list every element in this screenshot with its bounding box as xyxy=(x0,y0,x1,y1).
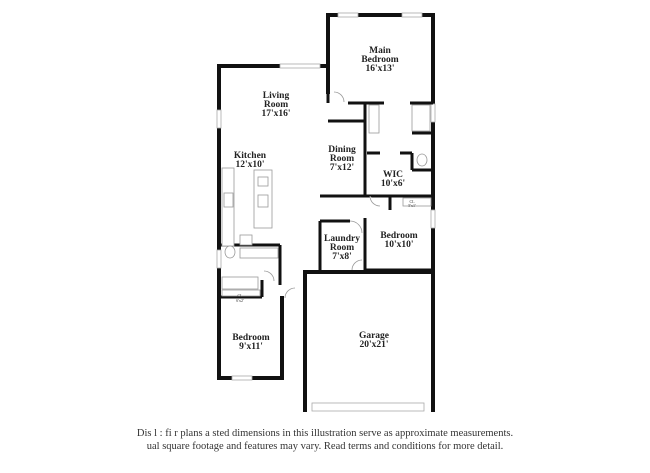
door-swing xyxy=(263,270,275,282)
room-main-bedroom: Main Bedroom 16'x13' xyxy=(361,46,398,74)
closet-shelf xyxy=(221,289,261,297)
room-name: Room xyxy=(264,100,288,110)
room-bedroom-2: Bedroom 10'x10' xyxy=(380,231,417,250)
room-name: Kitchen xyxy=(234,151,267,161)
room-name: WIC xyxy=(383,170,403,180)
room-size: 10'x6' xyxy=(381,179,405,189)
room-name: Dining xyxy=(328,145,356,155)
door-swing xyxy=(284,287,296,299)
toilet-icon xyxy=(224,245,236,259)
room-name: Room xyxy=(330,154,354,164)
room-size: 10'x10' xyxy=(384,240,413,250)
toilet-icon xyxy=(416,153,428,167)
disclaimer-line-1: Dis l : fi r plans a sted dimensions in … xyxy=(136,428,514,439)
room-labels: Main Bedroom 16'x13' Living Room 17'x16'… xyxy=(232,46,417,352)
room-closet-2: CL 6'x2' xyxy=(236,293,244,303)
room-wic: WIC 10'x6' xyxy=(381,170,405,189)
room-size: 16'x13' xyxy=(365,64,394,74)
room-size: 17'x16' xyxy=(261,109,290,119)
room-name: Laundry xyxy=(324,234,360,244)
room-name: Main xyxy=(369,46,391,56)
room-size: 12'x10' xyxy=(235,160,264,170)
door-swing xyxy=(333,91,345,103)
disclaimer-line-2: ual square footage and features may vary… xyxy=(146,441,504,452)
room-closet-1: CL 5'x1' xyxy=(408,199,416,208)
sink-icon xyxy=(257,194,269,208)
exterior-walls xyxy=(217,13,435,412)
room-name: Bedroom xyxy=(380,231,417,241)
shower-icon xyxy=(368,104,380,134)
closet-shelf xyxy=(402,197,432,207)
room-size: 6'x2' xyxy=(236,298,244,303)
vanity-icon xyxy=(239,247,279,259)
room-size: 9'x11' xyxy=(239,342,263,352)
door-swing xyxy=(349,220,363,234)
bathtub-icon xyxy=(221,276,259,290)
room-dining-room: Dining Room 7'x12' xyxy=(328,145,356,173)
room-name: Room xyxy=(330,243,354,253)
room-bedroom-3: Bedroom 9'x11' xyxy=(232,333,269,352)
windows xyxy=(216,12,436,412)
room-size: 20'x21' xyxy=(359,340,388,350)
room-name: Living xyxy=(263,91,290,101)
room-name: CL xyxy=(409,199,415,204)
room-size: 7'x8' xyxy=(332,252,352,262)
room-size: 7'x12' xyxy=(330,163,354,173)
room-name: CL xyxy=(237,293,243,298)
tub-icon xyxy=(411,104,431,132)
door-swing xyxy=(369,195,381,207)
dishwasher-icon xyxy=(257,176,269,187)
room-name: Garage xyxy=(359,331,389,341)
stove-icon xyxy=(223,192,234,208)
room-name: Bedroom xyxy=(361,55,398,65)
fixtures xyxy=(221,91,432,299)
fridge-icon xyxy=(239,234,253,246)
room-size: 5'x1' xyxy=(408,203,416,208)
room-kitchen: Kitchen 12'x10' xyxy=(234,151,267,170)
room-laundry-room: Laundry Room 7'x8' xyxy=(324,234,360,262)
room-living-room: Living Room 17'x16' xyxy=(261,91,290,119)
door-swing xyxy=(351,259,363,271)
room-name: Bedroom xyxy=(232,333,269,343)
room-garage: Garage 20'x21' xyxy=(359,331,389,350)
interior-walls xyxy=(219,92,433,299)
